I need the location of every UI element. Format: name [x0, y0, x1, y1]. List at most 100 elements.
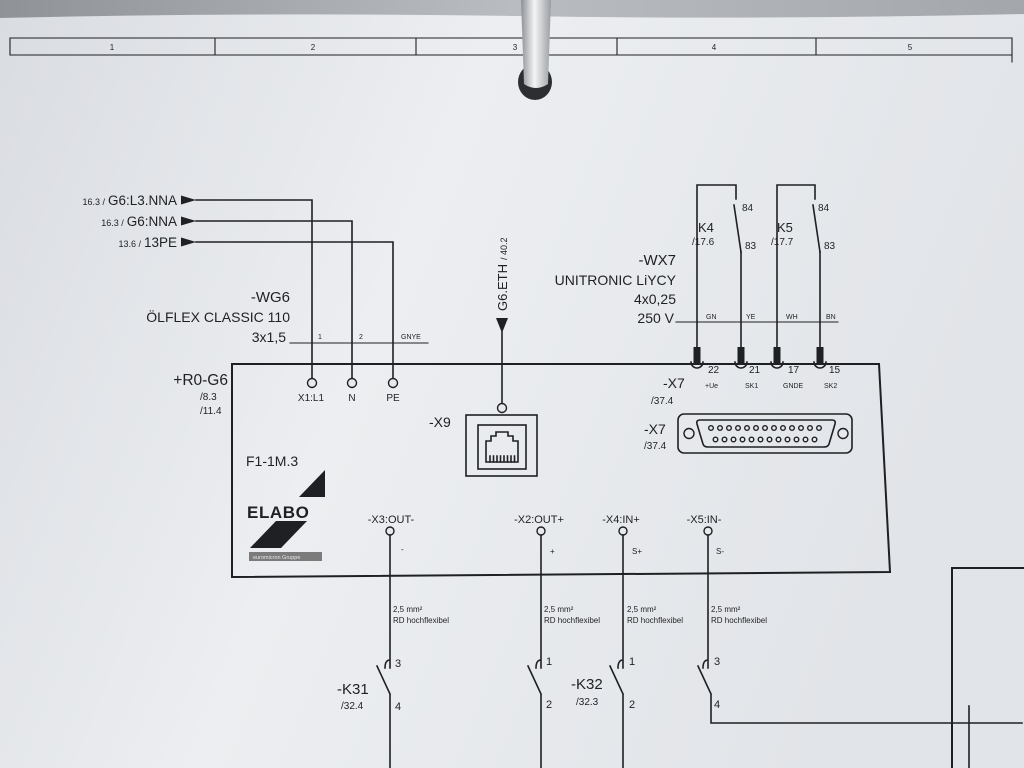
- binder-rod: [521, 0, 551, 88]
- contact-k32: [608, 534, 625, 768]
- incoming-label: 16.3 /G6:L3.NNA: [82, 193, 177, 208]
- column-number: 2: [311, 43, 316, 52]
- dsub-pin: [789, 425, 796, 432]
- output-polarity: +: [550, 547, 555, 556]
- contact-number: 84: [818, 203, 830, 214]
- device-ref: /8.3: [200, 392, 217, 403]
- plug-pin-icon: [737, 347, 745, 365]
- cable-wx7-size: 4x0,25: [634, 291, 676, 307]
- incoming-ref: 16.3 /: [101, 218, 124, 228]
- pin-number: 22: [708, 365, 720, 376]
- column-number: 4: [712, 43, 717, 52]
- x7-connector-ref: /37.4: [644, 441, 667, 452]
- rj45-port-icon: [477, 424, 527, 470]
- relay-k4: K4 /17.6 84 83: [692, 184, 757, 348]
- incoming-signal: 13PE: [144, 235, 177, 250]
- contact-k32-b: [696, 534, 1023, 724]
- core-label: 1: [318, 334, 322, 341]
- core-label: GN: [706, 314, 717, 321]
- cable-type: RD hochflexibel: [711, 616, 767, 625]
- contact-number: 4: [714, 699, 720, 711]
- relay-k5: K5 /17.7 84 83: [771, 184, 836, 348]
- wire-n: [195, 220, 353, 379]
- terminal-label: N: [348, 393, 355, 404]
- relay-tag: K5: [777, 220, 793, 235]
- input-tag: -X4:IN+: [602, 514, 640, 526]
- arrow-icon: [181, 216, 196, 226]
- terminal-circle: [385, 526, 395, 536]
- logo-subtext: euromicron Gruppe: [253, 555, 300, 561]
- ethernet-ref: / 40.2: [499, 238, 509, 261]
- x7-ref: /37.4: [651, 396, 674, 407]
- dsub-pin: [816, 425, 823, 432]
- terminal-circle: [306, 377, 318, 389]
- input-polarity: S-: [716, 547, 724, 556]
- dsub-pin: [784, 436, 791, 443]
- arrow-down-icon: [496, 318, 508, 333]
- contact-number: 84: [742, 203, 754, 214]
- dsub-pin: [726, 425, 733, 432]
- dsub-pin: [721, 436, 728, 443]
- output-x2: -X2:OUT+ + 2,5 mm² RD hochflexibel 1 2: [514, 514, 600, 768]
- cable-wg6-size: 3x1,5: [252, 329, 286, 345]
- cable-wx7-type: UNITRONIC LiYCY: [555, 272, 677, 288]
- contact-number: 2: [546, 699, 552, 711]
- plug-pin-icon: [693, 347, 701, 365]
- wire-l1: [195, 199, 313, 379]
- contact-number: 4: [395, 701, 401, 713]
- incoming-signal: G6:L3.NNA: [108, 193, 177, 208]
- plug-pin-icon: [773, 347, 781, 365]
- dsub-pin: [793, 436, 800, 443]
- ethernet-port: G6.ETH/ 40.2 -X9: [429, 238, 538, 477]
- incoming-label: 16.3 /G6:NNA: [101, 214, 177, 229]
- cable-wg6: -WG6 ÖLFLEX CLASSIC 110 3x1,5 1 2 GNYE: [146, 289, 429, 345]
- dsub-pin: [730, 436, 737, 443]
- x7-connector: -X7 /37.4: [644, 413, 853, 454]
- cable-wx7-tag: -WX7: [639, 252, 677, 269]
- contactor-tag: -K31: [337, 681, 369, 698]
- incoming-ref: 16.3 /: [82, 197, 105, 207]
- terminal-circle: [346, 377, 358, 389]
- arrow-icon: [181, 237, 196, 247]
- wire-k4-loop: [696, 184, 737, 348]
- dsub-pins: [708, 425, 823, 443]
- dsub-pin: [744, 425, 751, 432]
- sheet-header: 1 2 3 4 5: [9, 37, 1013, 63]
- relay-ref: /17.7: [771, 237, 794, 248]
- dsub-pin: [807, 425, 814, 432]
- dsub-pin: [735, 425, 742, 432]
- dsub-screw-icon: [837, 427, 849, 440]
- column-number: 5: [908, 43, 913, 52]
- contact-number: 1: [629, 656, 635, 668]
- ethernet-signal-label: G6.ETH/ 40.2: [495, 238, 510, 312]
- logo-bar: [249, 552, 322, 561]
- pin-label: +Ue: [705, 383, 718, 390]
- cable-wg6-tag: -WG6: [251, 289, 290, 306]
- cable-wx7-voltage: 250 V: [637, 310, 674, 326]
- dsub-pin: [717, 425, 724, 432]
- contact-number: 3: [395, 658, 401, 670]
- adjacent-device-outline: [951, 567, 1024, 768]
- input-x5: -X5:IN- S- 2,5 mm² RD hochflexibel 3 4: [687, 514, 1023, 724]
- x7-connector-tag: -X7: [644, 421, 666, 437]
- dsub-pin: [798, 425, 805, 432]
- terminal-label: PE: [386, 393, 400, 404]
- dsub-screw-icon: [683, 427, 695, 440]
- device-ref: /11.4: [200, 406, 222, 417]
- wire-k5-loop: [776, 184, 816, 348]
- socket-cup-icon: [690, 361, 827, 369]
- plug-pin-icon: [816, 347, 824, 365]
- cable-wx7: -WX7 UNITRONIC LiYCY 4x0,25 250 V GN YE …: [555, 252, 839, 326]
- background-blur: [0, 0, 1024, 18]
- cable-type: RD hochflexibel: [393, 616, 449, 625]
- contact-blade: [733, 204, 742, 253]
- logo-wedge-upper: [299, 470, 325, 497]
- core-label: WH: [786, 314, 798, 321]
- dsub-pin: [757, 436, 764, 443]
- dsub-pin: [775, 436, 782, 443]
- core-label: BN: [826, 314, 836, 321]
- x7-tag: -X7: [663, 375, 685, 391]
- device-tag: +R0-G6: [173, 372, 228, 389]
- relay-tag: K4: [698, 220, 714, 235]
- contact-number: 83: [745, 241, 757, 252]
